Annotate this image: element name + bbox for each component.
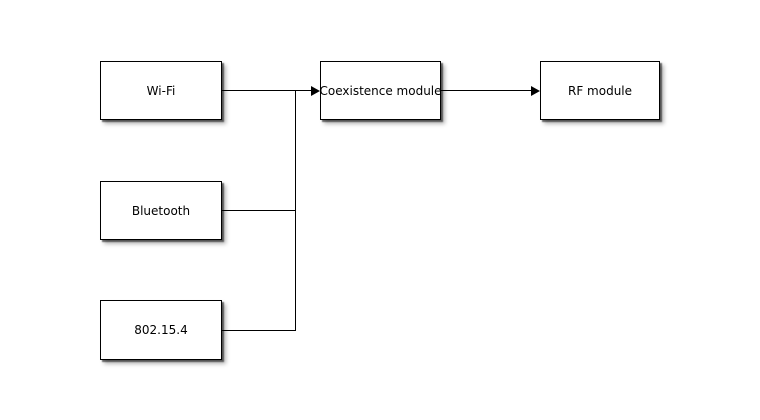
block-802-15-4: 802.15.4	[100, 300, 222, 360]
block-rf-module: RF module	[540, 61, 660, 120]
block-wifi-label: Wi-Fi	[146, 83, 176, 98]
block-rf-module-label: RF module	[567, 83, 633, 98]
block-bluetooth-label: Bluetooth	[131, 203, 191, 218]
connector-bluetooth-to-trunk	[222, 210, 296, 211]
block-coexistence-module: Coexistence module	[319, 61, 442, 120]
arrowhead-into-rf-icon	[531, 86, 540, 96]
block-coexistence-module-label: Coexistence module	[319, 83, 442, 98]
connector-wifi-to-coexistence	[222, 90, 312, 91]
block-802-15-4-label: 802.15.4	[134, 323, 188, 337]
block-bluetooth: Bluetooth	[100, 181, 222, 240]
connector-zigbee-to-trunk	[222, 330, 296, 331]
block-wifi: Wi-Fi	[100, 61, 222, 120]
arrowhead-into-coexistence-icon	[311, 86, 320, 96]
connector-coexistence-to-rf	[441, 90, 532, 91]
